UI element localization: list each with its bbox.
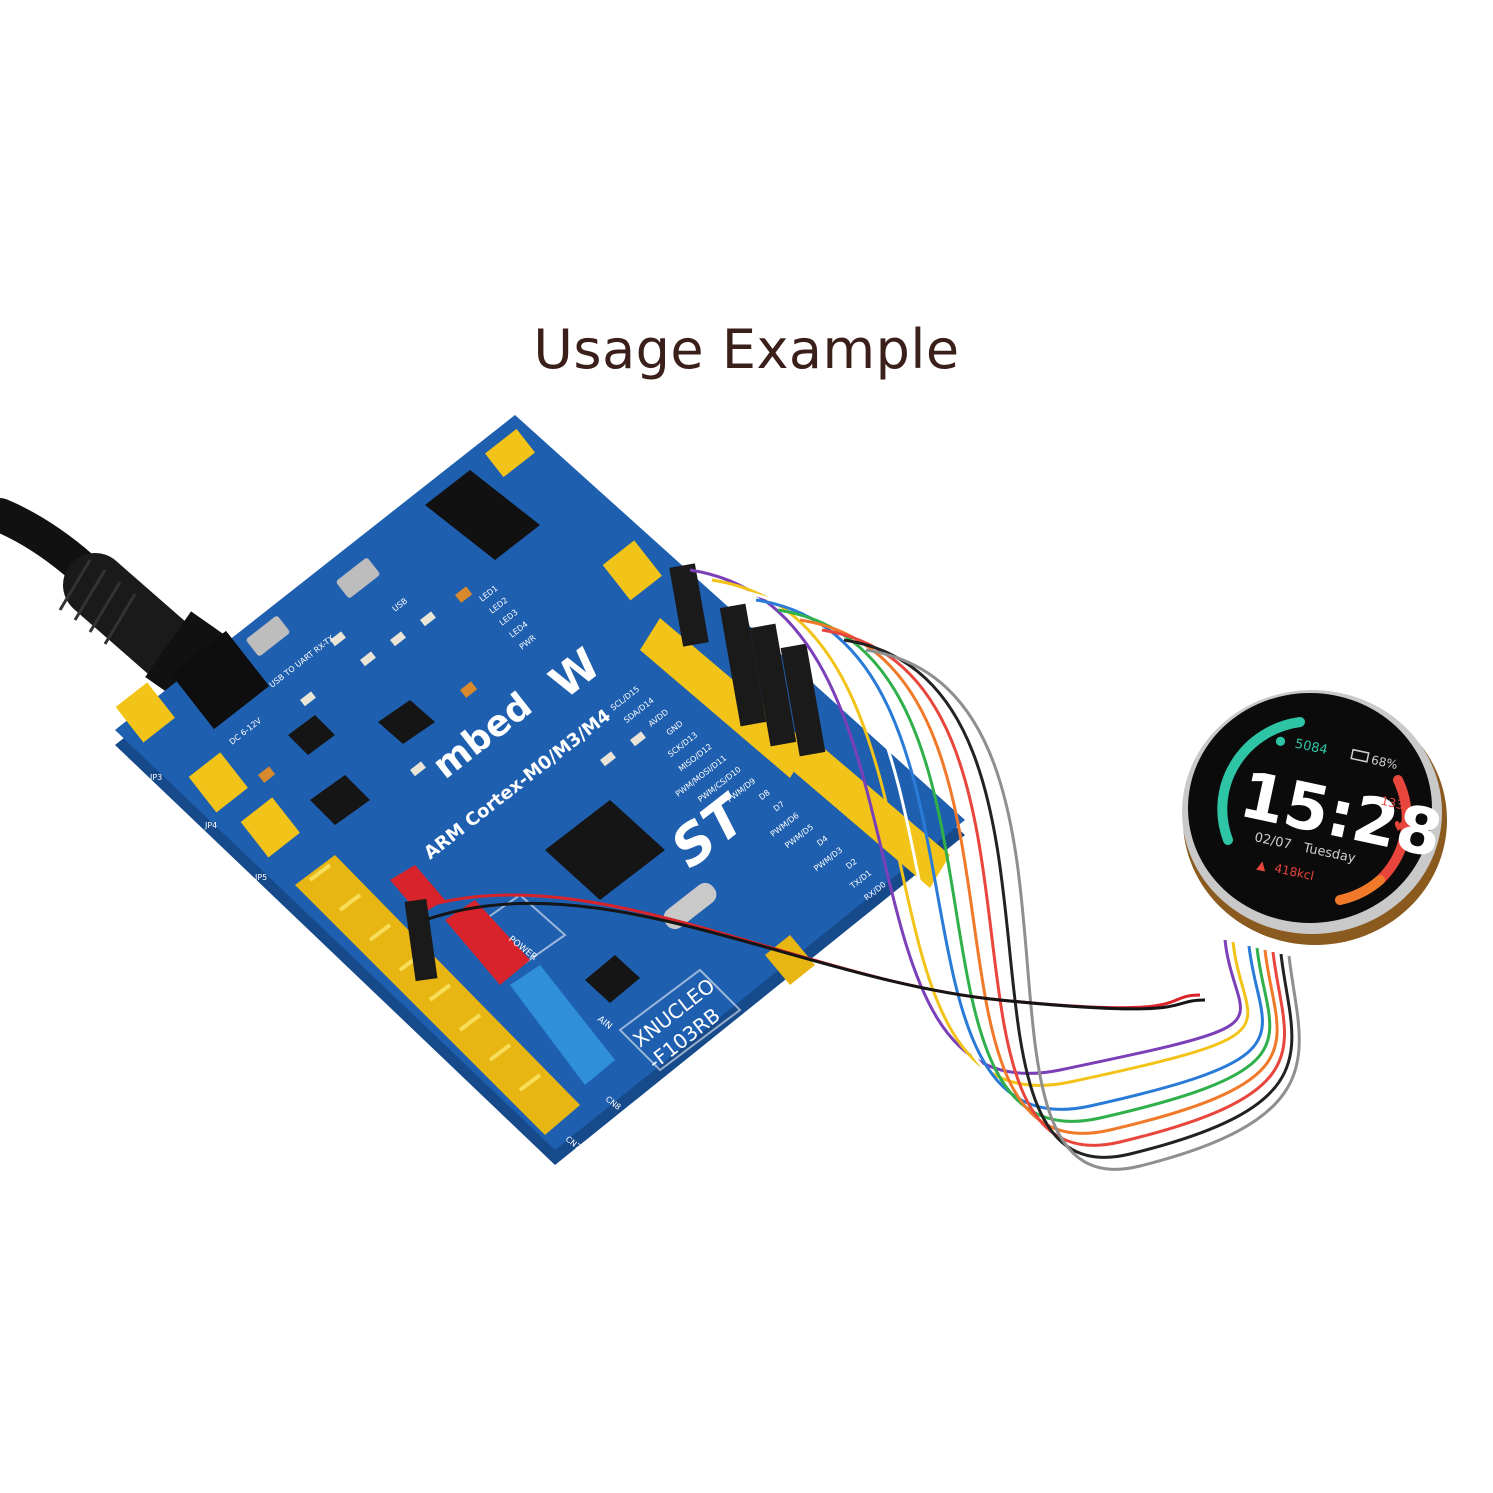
round-lcd-module: 5084 ● 68% 15:28 133 ♥ 02/07 Tuesday ▲ 4… [1182, 690, 1448, 945]
footsteps-icon: ● [1274, 732, 1287, 748]
jumper-wire [777, 608, 1272, 1123]
jumper-label: JP3 [149, 773, 162, 782]
jumper-labels: JP3 JP4 JP5 [149, 773, 267, 882]
page-title: Usage Example [533, 318, 960, 381]
jumper-wire [821, 628, 1286, 1147]
heart-icon: ♥ [1391, 819, 1406, 836]
main-mcu-chip [545, 800, 665, 900]
battery-level: 68% [1370, 753, 1399, 772]
step-count: 5084 [1293, 737, 1328, 759]
battery-icon [1350, 748, 1370, 763]
usb-port [246, 558, 380, 656]
flame-icon: ▲ [1256, 857, 1269, 873]
jumper-label: JP4 [204, 821, 217, 830]
jumper-wire [843, 638, 1294, 1159]
jumper-wire [865, 648, 1301, 1171]
heart-ring [1375, 775, 1412, 885]
wire-bundle [424, 568, 1301, 1171]
jumper-wire [799, 618, 1279, 1135]
power-wire [424, 901, 1206, 1011]
steps-ring [1217, 717, 1305, 845]
heart-rate: 133 [1380, 794, 1405, 812]
jumper-label: JP5 [254, 873, 267, 882]
xnucleo-board: W ST mbed ARM Cortex-M0/M3/M4 XNUCLEO -F… [115, 415, 965, 1165]
